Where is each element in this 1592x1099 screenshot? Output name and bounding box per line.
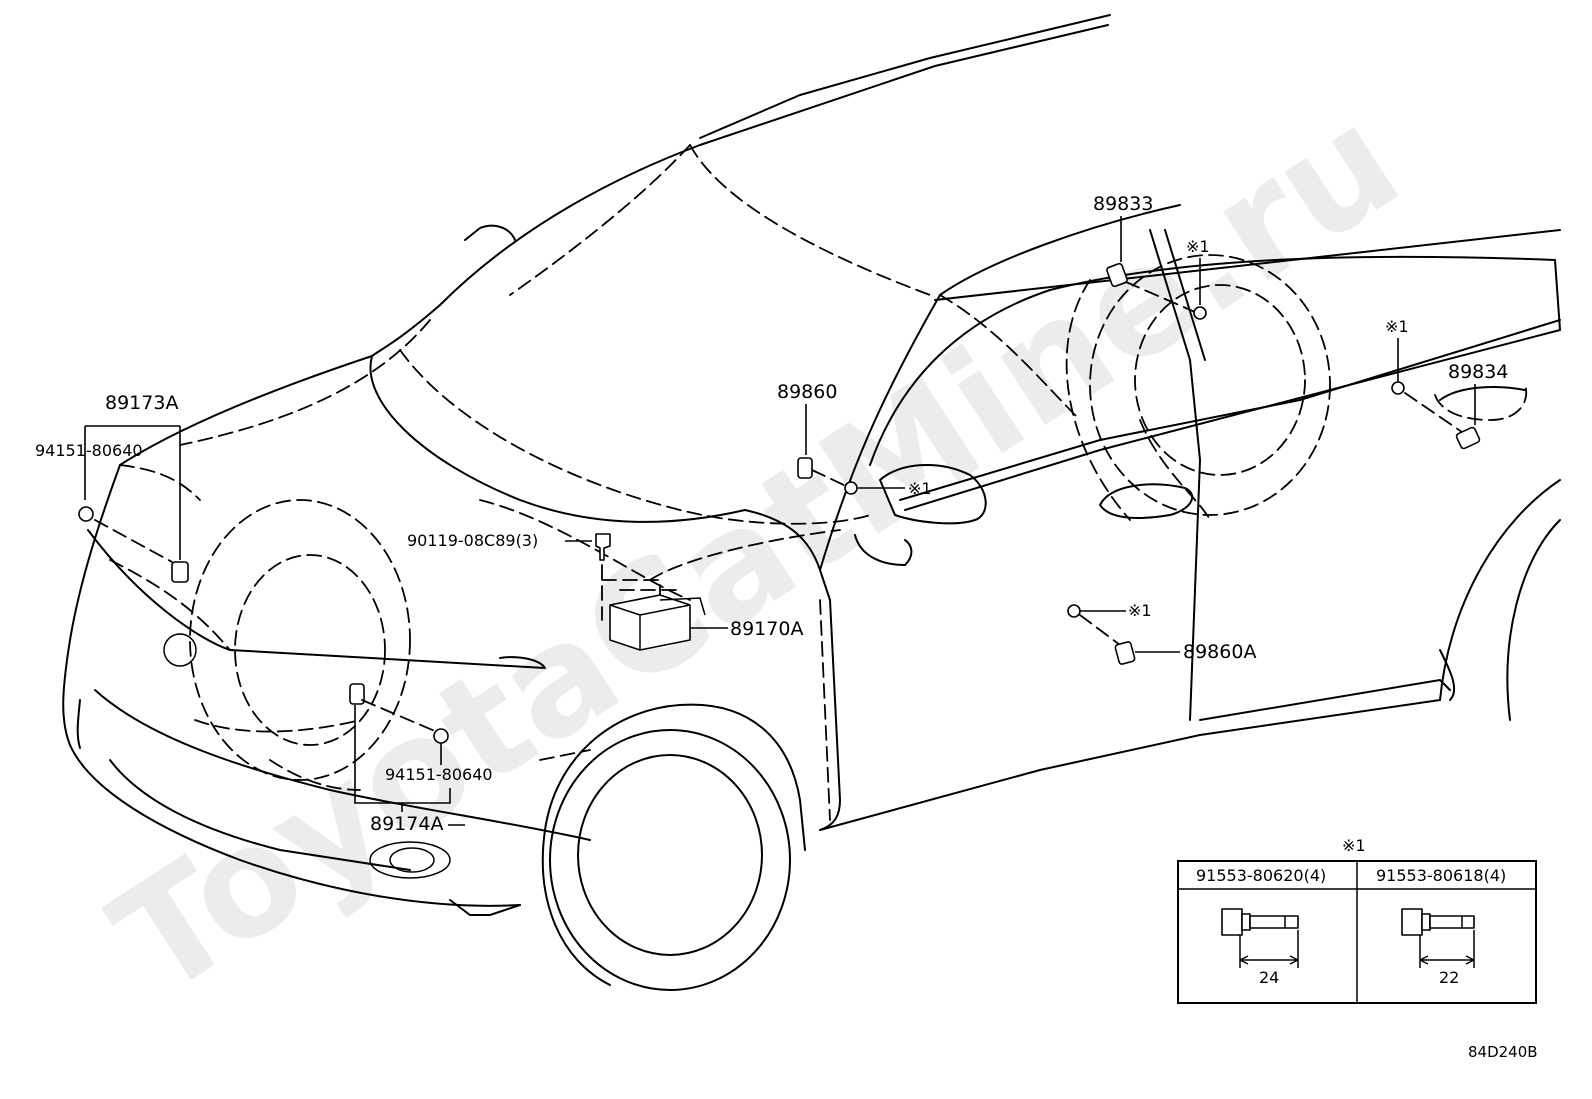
part-label-89174A[interactable]: 89174A xyxy=(370,813,443,835)
bolt-icon[interactable] xyxy=(1193,306,1207,320)
part-89173A-group: 89173A 94151-80640 xyxy=(35,392,189,583)
bolt-icon[interactable] xyxy=(844,481,858,495)
rear-airbag-sensor-icon[interactable] xyxy=(1455,426,1481,450)
note-ref-mark: ※1 xyxy=(1128,601,1152,620)
part-label-94151-80640-top[interactable]: 94151-80640 xyxy=(35,441,143,460)
airbag-control-module-icon[interactable] xyxy=(609,594,691,651)
nut-icon[interactable] xyxy=(78,506,94,522)
part-89860A-group: ※1 89860A xyxy=(1067,601,1256,665)
part-label-89834[interactable]: 89834 xyxy=(1448,361,1508,383)
note-ref-mark: ※1 xyxy=(1186,237,1210,256)
bolt-icon[interactable] xyxy=(1067,604,1081,618)
part-89833-group: 89833 ※1 xyxy=(1093,193,1210,320)
side-airbag-sensor-front-icon[interactable] xyxy=(797,457,813,479)
front-airbag-sensor-left-icon[interactable] xyxy=(349,683,365,705)
part-89170A-group: 90119-08C89(3) 89170A xyxy=(407,531,803,651)
bolt-icon[interactable] xyxy=(595,533,611,561)
note-ref-mark: ※1 xyxy=(908,479,932,498)
car-body-outline xyxy=(62,14,1561,991)
part-89174A-group: 94151-80640 89174A xyxy=(349,683,493,835)
bolt-91553-80618-icon: 22 xyxy=(1401,908,1475,987)
part-89860-group: 89860 ※1 xyxy=(777,381,932,498)
front-airbag-sensor-right-icon[interactable] xyxy=(171,561,189,583)
note-table-col2-dim: 22 xyxy=(1439,968,1459,987)
nut-icon[interactable] xyxy=(433,728,449,744)
part-label-89833[interactable]: 89833 xyxy=(1093,193,1153,215)
note-table-col1-dim: 24 xyxy=(1259,968,1279,987)
note-table-title: ※1 xyxy=(1342,836,1366,855)
bolt-91553-80620-icon: 24 xyxy=(1221,908,1299,987)
part-label-89170A[interactable]: 89170A xyxy=(730,618,803,640)
door-airbag-sensor-icon[interactable] xyxy=(1114,641,1136,665)
part-label-94151-80640-bottom[interactable]: 94151-80640 xyxy=(385,765,493,784)
diagram-code: 84D240B xyxy=(1468,1043,1538,1061)
hidden-lines xyxy=(109,144,1528,821)
note-ref-mark: ※1 xyxy=(1385,317,1409,336)
part-label-89860A[interactable]: 89860A xyxy=(1183,641,1256,663)
part-label-90119-08C89[interactable]: 90119-08C89(3) xyxy=(407,531,538,550)
side-airbag-sensor-center-icon[interactable] xyxy=(1106,262,1128,288)
note-table: ※1 91553-80620(4) 91553-80618(4) 24 xyxy=(1177,836,1537,1004)
part-89834-group: ※1 89834 xyxy=(1385,317,1508,450)
bolt-icon[interactable] xyxy=(1391,381,1405,395)
part-label-89173A[interactable]: 89173A xyxy=(105,392,178,414)
note-table-col2-header: 91553-80618(4) xyxy=(1376,866,1506,885)
part-label-89860[interactable]: 89860 xyxy=(777,381,837,403)
note-table-col1-header: 91553-80620(4) xyxy=(1196,866,1326,885)
